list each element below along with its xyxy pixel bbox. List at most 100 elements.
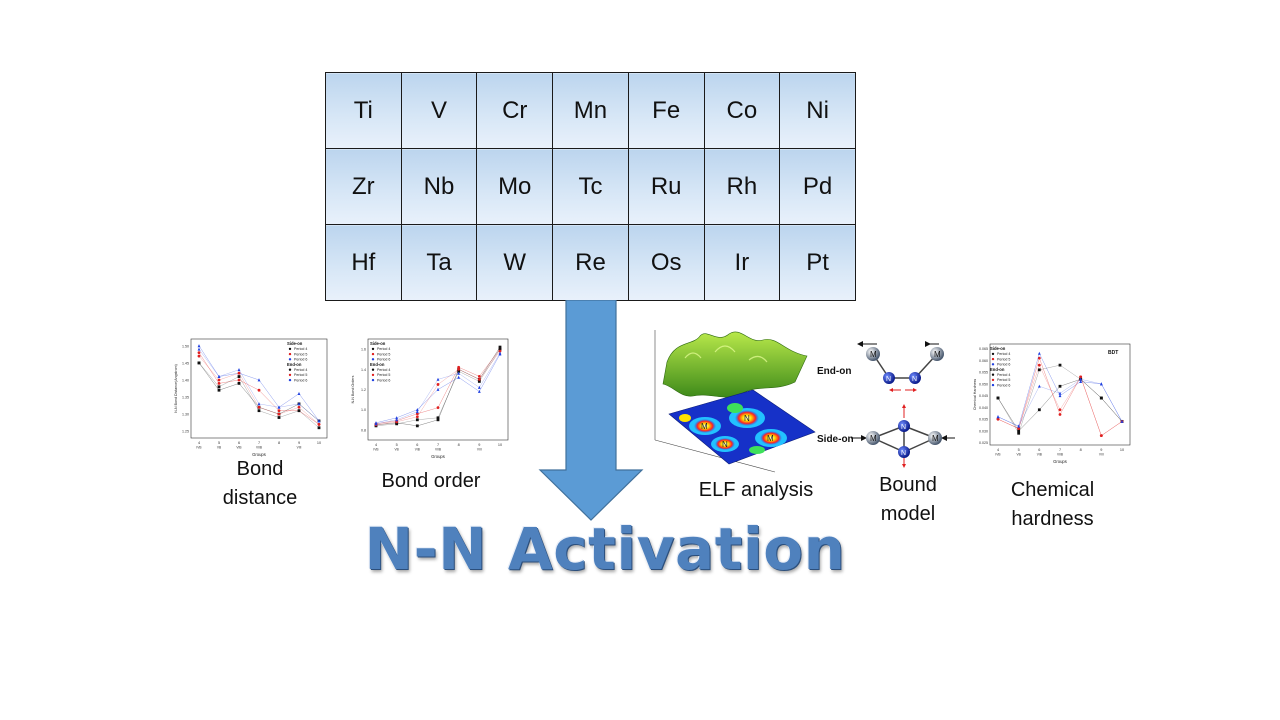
bond-order-point <box>477 385 481 389</box>
bond-distance-point <box>297 391 301 396</box>
bond-order-xlabel: Groups <box>431 454 445 459</box>
bond-distance-point <box>197 354 201 358</box>
hardness-point <box>1037 356 1041 360</box>
bond-order-xtick: 9 <box>478 443 480 447</box>
bond-distance-legend-entry: Period 6 <box>294 378 307 382</box>
side-on-metal-2 <box>928 431 942 445</box>
hardness-point <box>1099 382 1103 386</box>
bond-distance-ytick: 1.35 <box>182 396 189 400</box>
bond-order-ytick: 1.6 <box>361 348 366 352</box>
hardness-badge: BDT <box>1108 350 1118 356</box>
bond-distance-xtick: 5 <box>218 441 220 445</box>
bond-distance-ylabel: N-N Bond Distance(Angstrom) <box>174 364 178 413</box>
bond-distance-point <box>277 409 281 413</box>
elf-analysis-image: M N M N <box>654 330 816 473</box>
bond-order-point <box>436 406 440 410</box>
element-cell-tc: Tc <box>552 148 629 225</box>
bond-distance-xtick: 9 <box>298 441 300 445</box>
bond-order-point <box>457 371 461 375</box>
hardness-point <box>1017 431 1021 435</box>
svg-text:N: N <box>901 424 906 431</box>
bond-distance-point <box>197 351 201 355</box>
hardness-legend-entry: Period 4 <box>997 373 1010 377</box>
bond-order-ytick: 1.0 <box>361 408 366 412</box>
element-cell-re: Re <box>552 224 629 301</box>
hardness-legend-heading: Side-on <box>990 346 1006 351</box>
hardness-point <box>996 396 1000 400</box>
element-cell-rh: Rh <box>703 148 781 225</box>
bond-order-group-label: VB <box>395 448 399 452</box>
bond-distance-legend-heading: End-on <box>287 362 302 367</box>
bond-order-point <box>436 418 440 422</box>
bond-distance-legend-entry: Period 5 <box>294 352 307 356</box>
hardness-point <box>1017 424 1021 428</box>
element-cell-fe: Fe <box>627 72 705 149</box>
bond-order-point <box>395 418 399 422</box>
hardness-point <box>1099 434 1103 438</box>
bond-order-legend-entry: Period 5 <box>377 352 390 356</box>
element-cell-nb: Nb <box>400 148 478 225</box>
bond-distance-ytick: 1.30 <box>182 413 189 417</box>
bond-order-caption: Bond order <box>381 470 481 492</box>
bond-distance-legend-entry: Period 4 <box>294 347 307 351</box>
bond-order-point <box>436 387 440 391</box>
bond-order-legend-marker <box>371 368 375 371</box>
element-cell-hf: Hf <box>325 224 402 301</box>
bond-order-legend-marker <box>371 373 375 377</box>
bond-order-point <box>395 422 399 426</box>
element-cell-ta: Ta <box>400 224 478 301</box>
page-title: N-N Activation <box>364 515 846 583</box>
bond-order-legend-marker <box>371 378 375 382</box>
end-on-n-1 <box>883 372 895 384</box>
bound-model-caption: Bound model <box>858 471 958 529</box>
bond-distance-legend-marker <box>288 373 292 377</box>
side-on-label: Side-on <box>817 434 854 445</box>
bond-order-group-label: VIII <box>477 448 482 452</box>
side-on-n-2 <box>898 446 910 458</box>
bond-distance-xtick: 6 <box>238 441 240 445</box>
hardness-legend-marker <box>991 378 995 382</box>
bond-distance-legend-heading: Side-on <box>287 341 303 346</box>
hardness-xlabel: Groups <box>1053 459 1067 464</box>
hardness-xtick: 4 <box>997 448 999 452</box>
bond-distance-xtick: 8 <box>278 441 280 445</box>
hardness-legend-entry: Period 4 <box>997 352 1010 356</box>
bond-order-point <box>395 416 399 420</box>
bond-order-point <box>436 377 440 381</box>
bond-order-legend-entry: Period 4 <box>377 368 390 372</box>
bond-order-point <box>498 351 502 355</box>
bond-order-group-label: VIB <box>415 448 420 452</box>
hardness-ytick: 0.060 <box>979 359 988 363</box>
bond-order-ylabel: N-N Bond Orders <box>351 375 355 403</box>
element-cell-pt: Pt <box>779 224 856 301</box>
elf-axis-x <box>654 439 776 473</box>
hardness-ytick: 0.055 <box>979 371 988 375</box>
bond-distance-point <box>237 368 241 372</box>
bond-distance-point <box>217 385 221 389</box>
hardness-point <box>1120 419 1124 423</box>
bond-distance-point <box>237 375 241 378</box>
bond-distance-caption: Bond distance <box>205 455 315 513</box>
element-cell-ir: Ir <box>703 224 781 301</box>
bond-order-xtick: 5 <box>396 443 398 447</box>
bond-order-point <box>436 416 440 420</box>
bond-order-point <box>415 418 419 422</box>
bond-distance-point <box>217 374 221 378</box>
hardness-legend-entry: Period 5 <box>997 357 1010 361</box>
bond-order-point <box>477 378 481 381</box>
bond-distance-point <box>257 378 261 382</box>
hardness-group-label: VB <box>1017 453 1021 457</box>
hardness-point <box>1058 413 1062 416</box>
hardness-xtick: 10 <box>1120 448 1124 452</box>
side-on-n-1 <box>898 420 910 432</box>
bond-distance-plot: 1.501.451.401.351.301.254IVB5VB6VIB7VIIB… <box>174 338 328 457</box>
elf-atom-label-2: N <box>744 414 750 423</box>
hardness-xtick: 6 <box>1038 448 1040 452</box>
bond-distance-point <box>197 344 201 348</box>
hardness-legend-entry: Period 5 <box>997 378 1010 382</box>
element-cell-mo: Mo <box>476 148 554 225</box>
bond-distance-caption-line1: Bond <box>236 458 284 480</box>
bond-order-legend-heading: End-on <box>370 362 385 367</box>
